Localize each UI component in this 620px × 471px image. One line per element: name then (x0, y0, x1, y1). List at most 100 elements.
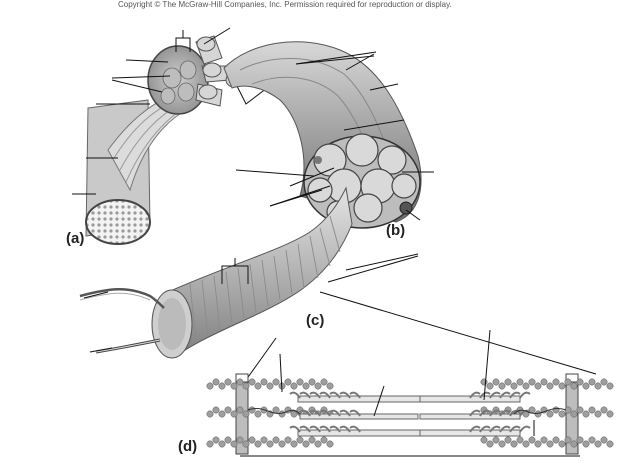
actin-bead (242, 440, 250, 448)
actin-bead (594, 382, 602, 390)
actin-bead (564, 378, 572, 386)
myosin-head (329, 409, 341, 417)
myosin-head (509, 391, 521, 399)
actin-bead (498, 440, 506, 448)
actin-bead (290, 440, 298, 448)
actin-bead (206, 440, 214, 448)
actin-bead (278, 410, 286, 418)
actin-bead (606, 382, 614, 390)
actin-bead (248, 378, 256, 386)
myosin-head (309, 391, 321, 399)
actin-bead (230, 440, 238, 448)
panel-label-a: (a) (66, 230, 85, 247)
actin-bead (242, 382, 250, 390)
myosin-head (319, 409, 331, 417)
nerve-fiber (79, 288, 165, 309)
actin-bead (284, 378, 292, 386)
myosin-head (339, 391, 351, 399)
myosin-head (349, 409, 361, 417)
myosin-head (479, 425, 491, 433)
myosin-head (339, 425, 351, 433)
actin-bead (224, 436, 232, 444)
myosin-head (499, 391, 511, 399)
actin-bead (308, 378, 316, 386)
actin-bead (552, 436, 560, 444)
actin-bead (564, 436, 572, 444)
leader-lines-c (83, 253, 597, 381)
actin-bead (576, 378, 584, 386)
actin-bead (588, 436, 596, 444)
actin-bead (498, 382, 506, 390)
myosin-head (299, 391, 311, 399)
actin-bead (296, 378, 304, 386)
actin-bead (528, 436, 536, 444)
actin-filaments (206, 378, 614, 448)
actin-bead (606, 440, 614, 448)
actin-bead (546, 440, 554, 448)
actin-bead (320, 378, 328, 386)
myosin-head (479, 409, 491, 417)
actin-bead (504, 378, 512, 386)
myosin-head (339, 409, 351, 417)
actin-bead (224, 378, 232, 386)
actin-bead (272, 436, 280, 444)
actin-bead (242, 410, 250, 418)
actin-bead (510, 382, 518, 390)
copyright-line: Copyright © The McGraw-Hill Companies, I… (118, 0, 452, 9)
myosin-head (309, 409, 321, 417)
actin-bead (224, 406, 232, 414)
panel-label-d: (d) (178, 438, 198, 455)
striations (189, 215, 341, 341)
actin-bead (546, 382, 554, 390)
actin-bead (326, 440, 334, 448)
actin-bead (480, 378, 488, 386)
actin-bead (552, 378, 560, 386)
actin-bead (522, 440, 530, 448)
actin-bead (236, 436, 244, 444)
actin-bead (510, 440, 518, 448)
actin-bead (206, 410, 214, 418)
leader-lines-a (72, 27, 231, 195)
actin-bead (290, 382, 298, 390)
actin-bead (218, 440, 226, 448)
actin-bead (528, 378, 536, 386)
myosin-head (499, 409, 511, 417)
actin-bead (212, 406, 220, 414)
actin-bead (248, 406, 256, 414)
myosin-head (469, 391, 481, 399)
actin-bead (266, 440, 274, 448)
panel-a-whole-muscle (72, 27, 297, 245)
actin-bead (600, 406, 608, 414)
actin-bead (570, 410, 578, 418)
myosin-head (319, 425, 331, 433)
actin-bead (606, 410, 614, 418)
actin-bead (480, 436, 488, 444)
actin-bead (534, 382, 542, 390)
actin-bead (522, 382, 530, 390)
actin-bead (314, 382, 322, 390)
actin-bead (212, 378, 220, 386)
actin-bead (486, 382, 494, 390)
muscle-fiber-body (167, 186, 353, 357)
actin-bead (260, 378, 268, 386)
actin-bead (588, 378, 596, 386)
myosin-head (289, 391, 301, 399)
actin-bead (582, 410, 590, 418)
actin-bead (230, 382, 238, 390)
panel-b-fascicle (223, 41, 434, 229)
myosin-head (489, 425, 501, 433)
actin-bead (272, 406, 280, 414)
actin-bead (302, 382, 310, 390)
actin-bead (600, 436, 608, 444)
actin-bead (546, 410, 554, 418)
actin-bead (582, 440, 590, 448)
myosin-filaments (297, 395, 521, 437)
actin-bead (516, 378, 524, 386)
actin-bead (492, 436, 500, 444)
myosin-head (509, 425, 521, 433)
myosin-head (509, 409, 521, 417)
actin-bead (314, 440, 322, 448)
actin-bead (218, 410, 226, 418)
myosin-head (499, 425, 511, 433)
